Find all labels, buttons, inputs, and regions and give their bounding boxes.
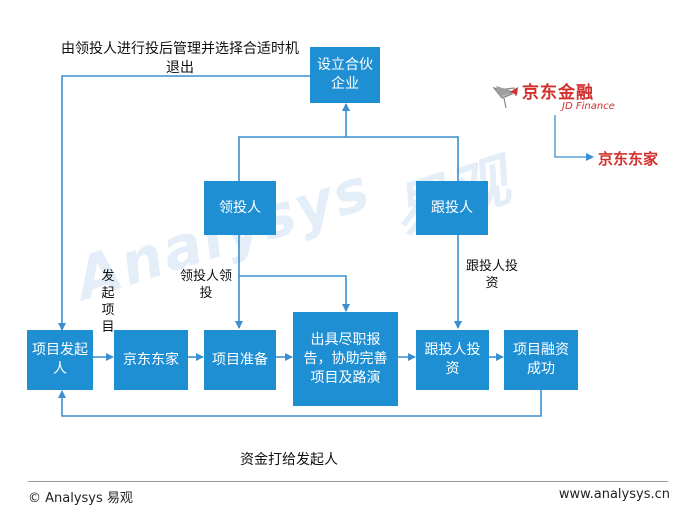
node-follow-invest: 跟投人投资: [416, 330, 489, 390]
node-lead-investor-label: 领投人: [219, 199, 261, 216]
node-financing-success: 项目融资成功: [504, 330, 578, 390]
footer-copyright: © Analysys 易观: [28, 491, 133, 506]
arrow-partnership-to-initiator: [58, 75, 310, 331]
jd-finance-name: 京东金融: [522, 83, 594, 103]
arrow-jdfinance-to-dongjia: [554, 115, 594, 161]
node-project-prep-label: 项目准备: [212, 351, 268, 368]
node-lead-investor: 领投人: [204, 181, 276, 235]
label-initiate-project: 发起项目: [101, 269, 115, 335]
jd-finance-name-en: JD Finance: [562, 101, 615, 112]
node-jd-dongjia: 京东东家: [114, 330, 188, 390]
label-lead-invest: 领投人领投: [180, 269, 233, 301]
label-follow-invest: 跟投人投资: [466, 259, 519, 291]
node-project-prep: 项目准备: [204, 330, 276, 390]
node-follow-investor-label: 跟投人: [431, 199, 473, 216]
footer-divider: [28, 481, 668, 482]
node-project-initiator: 项目发起人: [27, 330, 93, 390]
node-project-initiator-label: 项目发起人: [32, 342, 88, 377]
line-lead-up: [238, 136, 459, 181]
node-partnership: 设立合伙企业: [310, 47, 380, 103]
arrow-funds-to-initiator: [58, 390, 542, 417]
node-partnership-label: 设立合伙企业: [317, 57, 373, 92]
label-funds-transfer: 资金打给发起人: [240, 452, 338, 468]
node-follow-investor: 跟投人: [416, 181, 488, 235]
node-follow-invest-label: 跟投人投资: [424, 342, 481, 377]
label-post-investment: 由领投人进行投后管理并选择合适时机退出: [61, 41, 299, 76]
jd-dongjia-brand: 京东东家: [598, 150, 659, 168]
node-due-diligence-label: 出具尽职报告，协助完善项目及路演: [303, 331, 388, 386]
node-due-diligence: 出具尽职报告，协助完善项目及路演: [293, 312, 398, 406]
node-jd-dongjia-label: 京东东家: [123, 351, 179, 368]
node-financing-success-label: 项目融资成功: [513, 342, 569, 377]
footer-website: www.analysys.cn: [558, 487, 670, 502]
arrow-lead-to-dd: [239, 275, 350, 312]
jd-finance-logo-icon: [492, 86, 518, 109]
